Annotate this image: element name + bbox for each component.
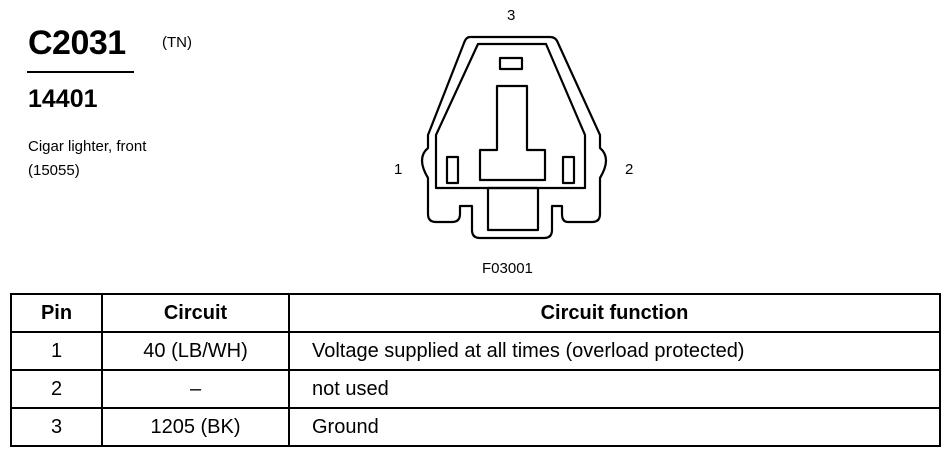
cell-circuit: 1205 (BK) — [101, 407, 290, 447]
table-row: 3 1205 (BK) Ground — [10, 407, 941, 447]
connector-id: C2031 — [28, 24, 126, 62]
connector-inner-shell — [434, 42, 587, 190]
part-number: 14401 — [28, 85, 98, 113]
cell-function: Ground — [288, 407, 941, 447]
pin-3-terminal — [498, 56, 524, 71]
table-header-row: Pin Circuit Circuit function — [10, 293, 941, 333]
pin-2-terminal — [561, 155, 576, 185]
pin-table: Pin Circuit Circuit function 1 40 (LB/WH… — [10, 293, 941, 447]
table-row: 1 40 (LB/WH) Voltage supplied at all tim… — [10, 331, 941, 371]
cell-pin: 2 — [10, 369, 103, 409]
header-circuit-function: Circuit function — [288, 293, 941, 333]
header-pin: Pin — [10, 293, 103, 333]
header-circuit: Circuit — [101, 293, 290, 333]
cell-circuit: – — [101, 369, 290, 409]
pin-label-2: 2 — [625, 161, 634, 178]
component-description: Cigar lighter, front — [28, 138, 147, 155]
connector-outer-housing — [420, 35, 608, 240]
color-code: (TN) — [162, 34, 192, 51]
cell-function: Voltage supplied at all times (overload … — [288, 331, 941, 371]
pin-label-1: 1 — [394, 161, 403, 178]
title-divider — [27, 71, 134, 73]
pin-1-terminal — [445, 155, 460, 185]
connector-face-diagram — [420, 35, 608, 240]
cell-pin: 3 — [10, 407, 103, 447]
connector-center-key — [478, 84, 547, 182]
cell-circuit: 40 (LB/WH) — [101, 331, 290, 371]
pin-label-3: 3 — [507, 7, 516, 24]
figure-code: F03001 — [482, 260, 533, 277]
table-row: 2 – not used — [10, 369, 941, 409]
connector-locking-tab — [486, 186, 540, 232]
cell-pin: 1 — [10, 331, 103, 371]
cell-function: not used — [288, 369, 941, 409]
component-reference: (15055) — [28, 162, 80, 179]
